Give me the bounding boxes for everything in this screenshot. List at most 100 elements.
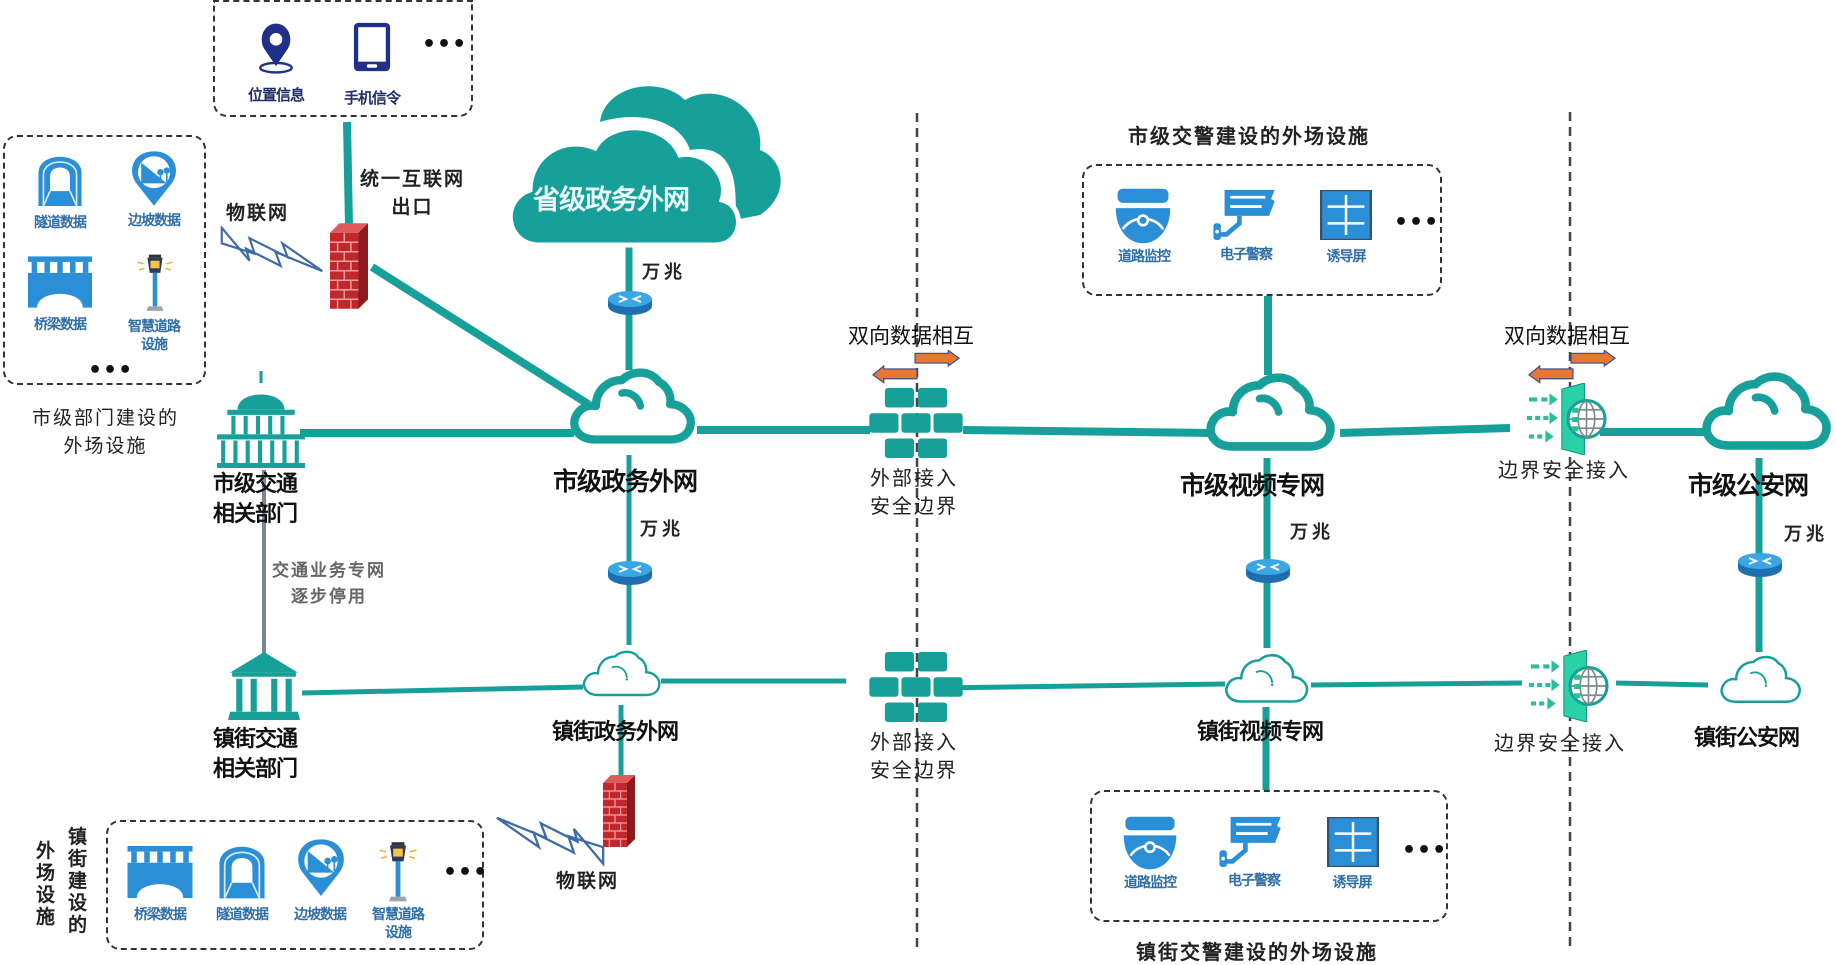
firewall-icon xyxy=(603,774,635,848)
link-city-video-gateway xyxy=(1339,424,1511,437)
bidirectional-exchange-label: 双向数据相互 xyxy=(1504,324,1630,348)
external-access-wall-icon xyxy=(869,652,963,722)
city-police-cloud xyxy=(1707,377,1827,446)
internet-exit-line1: 统一互联网 xyxy=(360,168,466,190)
city-video-cloud xyxy=(1211,378,1331,447)
dept-line2: 相关部门 xyxy=(213,757,298,782)
border-security-access-label: 边界安全接入 xyxy=(1494,731,1626,755)
slope-data-label: 边坡数据 xyxy=(128,213,181,229)
wireless-iot-icon xyxy=(220,226,324,273)
legacy-network-label: 交通业务专网 逐步停用 xyxy=(272,558,386,610)
city-gov-net-label: 市级政务外网 xyxy=(553,467,698,496)
provincial-gov-cloud xyxy=(507,86,781,248)
border-security-gateway-icon xyxy=(1526,383,1607,455)
more-ellipsis: ••• xyxy=(88,358,134,383)
tunnel-data-label: 隧道数据 xyxy=(216,907,269,923)
smart-road-line2: 设施 xyxy=(385,925,412,941)
town-field-facility-box xyxy=(106,820,484,950)
city-dept-facility-caption: 市级部门建设的 外场设施 xyxy=(18,404,193,460)
bridge-data-label: 桥梁数据 xyxy=(34,317,87,333)
bidirectional-arrows-icon xyxy=(1528,350,1616,384)
iot-label-bottom: 物联网 xyxy=(556,870,620,892)
town-gov-net-label: 镇街政务外网 xyxy=(552,720,679,745)
link-firewall-city-gov xyxy=(369,263,591,408)
bandwidth-label: 万兆 xyxy=(1784,524,1828,545)
bridge-data-label: 桥梁数据 xyxy=(134,907,187,923)
smart-road-line1: 智慧道路 xyxy=(372,907,425,923)
caption-line2: 外场设施 xyxy=(63,435,148,457)
city-police-net-label: 市级公安网 xyxy=(1688,471,1809,500)
city-police-field-facility-box xyxy=(1082,164,1442,296)
router-icon xyxy=(1245,558,1291,584)
smart-road-facility-label: 智慧道路 设施 xyxy=(358,906,438,942)
wireless-iot-icon xyxy=(495,816,605,865)
link-town-dept-town-gov xyxy=(301,684,584,696)
phone-signaling-label: 手机信令 xyxy=(343,89,401,107)
more-ellipsis: ••• xyxy=(443,860,489,885)
bidirectional-arrows-icon xyxy=(872,350,960,384)
location-info-label: 位置信息 xyxy=(247,86,305,104)
firewall-icon xyxy=(330,222,368,310)
external-access-boundary-label: 外部接入 安全边界 xyxy=(870,728,958,784)
boundary-line1: 外部接入 xyxy=(870,466,958,490)
city-video-net-label: 市级视频专网 xyxy=(1180,471,1325,500)
internet-exit-label: 统一互联网 出口 xyxy=(360,165,465,221)
town-police-cloud xyxy=(1720,655,1802,704)
external-access-boundary-label: 外部接入 安全边界 xyxy=(870,464,958,520)
smart-road-facility-label: 智慧道路 设施 xyxy=(114,318,194,354)
bandwidth-label: 万兆 xyxy=(1290,522,1334,543)
town-police-facility-title: 镇街交警建设的外场设施 xyxy=(1136,940,1378,964)
city-police-facility-title: 市级交警建设的外场设施 xyxy=(1128,124,1370,148)
router-icon xyxy=(607,560,653,586)
internet-exit-line2: 出口 xyxy=(391,196,434,218)
border-security-access-label: 边界安全接入 xyxy=(1498,458,1630,482)
bidirectional-exchange-label: 双向数据相互 xyxy=(848,324,974,348)
link-gateway-town-police xyxy=(1615,680,1709,688)
electronic-police-label: 电子警察 xyxy=(1220,247,1273,263)
legacy-line1: 交通业务专网 xyxy=(272,561,386,581)
dept-line1: 市级交通 xyxy=(213,472,298,497)
mobile-data-source-box xyxy=(213,0,473,117)
town-transport-dept-label: 镇街交通 相关部门 xyxy=(213,725,298,785)
legacy-line2: 逐步停用 xyxy=(291,587,367,607)
road-monitoring-label: 道路监控 xyxy=(1118,249,1171,265)
more-ellipsis: ••• xyxy=(1394,210,1440,235)
caption-col2: 外场设施 xyxy=(36,840,56,928)
caption-col1: 镇街建设的 xyxy=(68,826,88,936)
boundary-line1: 外部接入 xyxy=(870,730,958,754)
iot-label-top: 物联网 xyxy=(226,202,290,224)
more-ellipsis: ••• xyxy=(422,32,468,57)
provincial-gov-net-label: 省级政务外网 xyxy=(533,185,690,216)
link-town-video-gateway xyxy=(1310,680,1523,688)
electronic-police-label: 电子警察 xyxy=(1228,873,1281,889)
city-transport-dept-label: 市级交通 相关部门 xyxy=(213,470,298,530)
link-wall-town-video xyxy=(935,681,1226,691)
tunnel-data-label: 隧道数据 xyxy=(34,215,87,231)
boundary-line2: 安全边界 xyxy=(870,494,958,518)
smart-road-line1: 智慧道路 xyxy=(128,319,181,335)
guidance-screen-label: 诱导屏 xyxy=(1332,875,1373,891)
caption-line1: 市级部门建设的 xyxy=(31,407,179,429)
town-police-net-label: 镇街公安网 xyxy=(1694,726,1800,751)
guidance-screen-label: 诱导屏 xyxy=(1326,249,1367,265)
town-gov-cloud xyxy=(582,650,661,697)
slope-data-label: 边坡数据 xyxy=(294,907,347,923)
bandwidth-label: 万兆 xyxy=(640,519,684,540)
link-wall-city-video xyxy=(962,426,1213,437)
router-icon xyxy=(1737,552,1783,578)
town-police-field-facility-box xyxy=(1090,790,1448,922)
dept-line1: 镇街交通 xyxy=(213,727,298,752)
town-video-cloud xyxy=(1225,653,1309,703)
town-transport-dept-building-icon xyxy=(228,652,300,720)
router-icon xyxy=(607,290,653,316)
dept-line2: 相关部门 xyxy=(213,502,298,527)
road-monitoring-label: 道路监控 xyxy=(1124,875,1177,891)
bandwidth-label: 万兆 xyxy=(642,262,686,283)
town-video-net-label: 镇街视频专网 xyxy=(1197,720,1324,745)
border-security-gateway-icon xyxy=(1528,650,1609,722)
smart-road-line2: 设施 xyxy=(141,337,168,353)
boundary-line2: 安全边界 xyxy=(870,758,958,782)
city-gov-cloud xyxy=(574,373,690,440)
link-internet-exit xyxy=(343,121,353,227)
